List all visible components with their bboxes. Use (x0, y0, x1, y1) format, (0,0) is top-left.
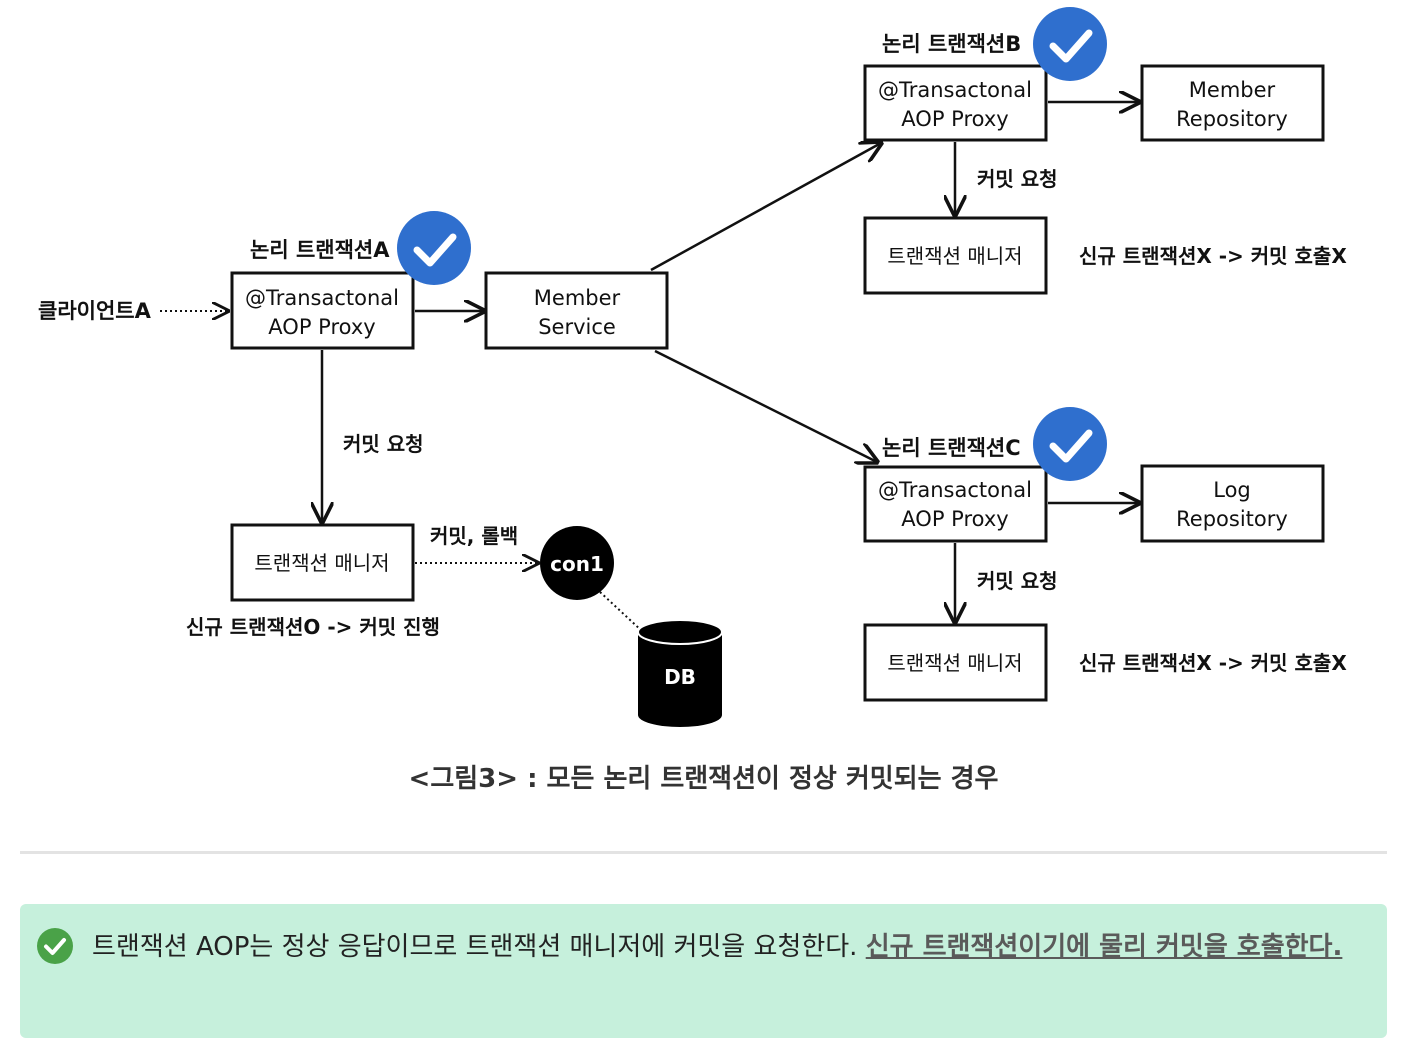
new-tx-o-label: 신규 트랜잭션O -> 커밋 진행 (186, 615, 440, 639)
member-repository-box (1140, 64, 1325, 142)
proxy-b-box (863, 64, 1048, 142)
db-label: DB (664, 665, 696, 689)
proxy-b-title: 논리 트랜잭션B (882, 32, 1021, 56)
member-repository-line2: Repository (1176, 107, 1288, 131)
figure-caption: <그림3> : 모든 논리 트랜잭션이 정상 커밋되는 경우 (408, 764, 999, 794)
check-circle-icon (37, 928, 73, 964)
proxy-b-line1: @Transactonal (878, 78, 1032, 102)
proxy-a-line1: @Transactonal (245, 286, 399, 310)
callout-body-text: 트랜잭션 AOP는 정상 응답이므로 트랜잭션 매니저에 커밋을 요청한다. (92, 932, 866, 962)
db-cylinder-icon (637, 619, 723, 727)
member-service-box (484, 271, 669, 350)
proxy-b-line2: AOP Proxy (901, 107, 1008, 131)
tx-manager-c-box (863, 623, 1048, 702)
proxy-c-box (863, 465, 1048, 543)
service-to-proxy-c-arrow (654, 349, 877, 462)
callout-text: 트랜잭션 AOP는 정상 응답이므로 트랜잭션 매니저에 커밋을 요청한다. 신… (92, 922, 1362, 972)
tx-manager-a-box (230, 523, 415, 602)
log-repository-line2: Repository (1176, 507, 1288, 531)
proxy-c-line2: AOP Proxy (901, 507, 1008, 531)
proxy-c-title: 논리 트랜잭션C (882, 436, 1021, 460)
commit-request-b: 커밋 요청 (977, 167, 1058, 191)
new-tx-x-label-b: 신규 트랜잭션X -> 커밋 호출X (1079, 244, 1347, 268)
commit-request-a: 커밋 요청 (343, 432, 424, 456)
member-repository-line1: Member (1189, 78, 1276, 102)
new-tx-x-label-c: 신규 트랜잭션X -> 커밋 호출X (1079, 651, 1347, 675)
tx-manager-b-box (863, 216, 1048, 295)
member-service-line1: Member (534, 286, 621, 310)
proxy-a-title: 논리 트랜잭션A (250, 238, 390, 262)
con1-to-db-line (599, 591, 644, 633)
proxy-a-line2: AOP Proxy (268, 315, 375, 339)
success-callout: 트랜잭션 AOP는 정상 응답이므로 트랜잭션 매니저에 커밋을 요청한다. 신… (20, 904, 1387, 1038)
transaction-diagram: 클라이언트A 논리 트랜잭션A @Transactonal AOP Proxy … (38, 7, 1347, 727)
check-badge-a-icon (397, 211, 471, 285)
tx-manager-a-label: 트랜잭션 매니저 (254, 551, 389, 575)
member-service-line2: Service (538, 315, 616, 339)
proxy-c-line1: @Transactonal (878, 478, 1032, 502)
check-badge-c-icon (1033, 407, 1107, 481)
log-repository-line1: Log (1213, 478, 1251, 502)
commit-request-c: 커밋 요청 (977, 569, 1058, 593)
horizontal-divider (20, 851, 1387, 854)
client-label: 클라이언트A (38, 299, 152, 323)
commit-rollback-label: 커밋, 롤백 (430, 524, 518, 548)
con1-node (540, 526, 614, 600)
tx-manager-c-label: 트랜잭션 매니저 (887, 651, 1022, 675)
check-badge-b-icon (1033, 7, 1107, 81)
log-repository-box (1140, 464, 1325, 543)
service-to-proxy-b-arrow (650, 143, 881, 272)
proxy-a-box (230, 271, 415, 350)
callout-link[interactable]: 신규 트랜잭션이기에 물리 커밋을 호출한다. (865, 932, 1343, 962)
con1-label: con1 (550, 552, 604, 576)
tx-manager-b-label: 트랜잭션 매니저 (887, 244, 1022, 268)
